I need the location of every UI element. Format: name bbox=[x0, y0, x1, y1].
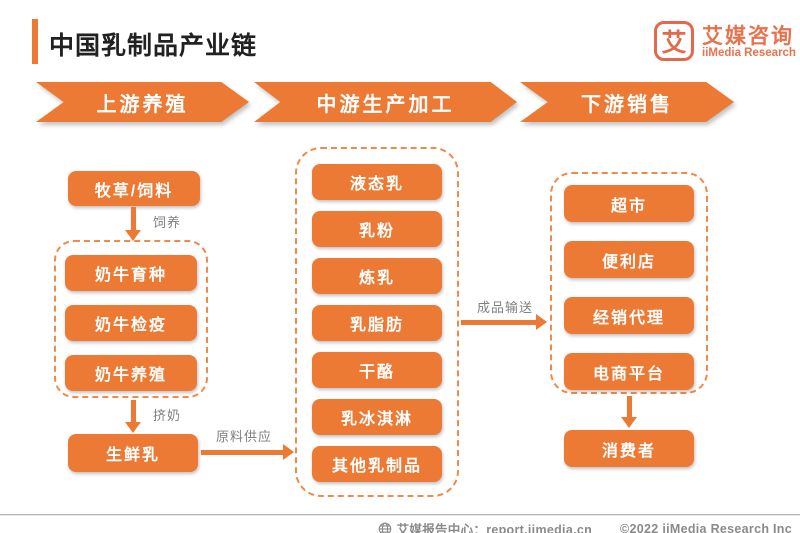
arrow-shaft bbox=[461, 319, 537, 325]
footer: 艾媒报告中心：report.iimedia.cn ©2022 iiMedia R… bbox=[378, 519, 792, 533]
group-item: 奶牛育种 bbox=[65, 255, 197, 291]
stage-chevron-midstream-label: 中游生产加工 bbox=[254, 82, 517, 122]
stage-chevron-upstream: 上游养殖 bbox=[36, 82, 249, 122]
consumer-box: 消费者 bbox=[564, 430, 694, 467]
arrow-head-down-icon bbox=[621, 417, 637, 428]
product-item: 乳冰淇淋 bbox=[312, 399, 442, 435]
milking-arrow-label: 挤奶 bbox=[153, 408, 182, 423]
feed-arrow-label: 饲养 bbox=[153, 215, 182, 230]
arrow-head-right-icon bbox=[283, 444, 294, 460]
stage-chevron-midstream: 中游生产加工 bbox=[254, 82, 517, 122]
iimedia-logo-icon: 艾 bbox=[654, 21, 694, 61]
arrow-head-down-icon bbox=[125, 422, 141, 433]
stage-chevron-downstream-label: 下游销售 bbox=[520, 82, 734, 122]
channel-item: 电商平台 bbox=[564, 353, 694, 390]
group-to-rawmilk-arrow bbox=[125, 400, 141, 433]
mid-to-down-arrow bbox=[461, 314, 547, 330]
arrow-shaft bbox=[626, 396, 632, 418]
arrow-head-down-icon bbox=[125, 230, 141, 241]
delivery-arrow-label: 成品输送 bbox=[477, 300, 534, 315]
product-item: 干酪 bbox=[312, 352, 442, 388]
product-item: 炼乳 bbox=[312, 258, 442, 294]
feed-box: 牧草/饲料 bbox=[68, 171, 200, 206]
footer-divider bbox=[0, 514, 800, 516]
stage-chevron-upstream-label: 上游养殖 bbox=[36, 82, 249, 122]
rawmilk-to-mid-arrow bbox=[201, 444, 294, 460]
feed-to-group-arrow bbox=[125, 207, 141, 241]
product-item: 液态乳 bbox=[312, 164, 442, 200]
group-item: 奶牛养殖 bbox=[65, 355, 197, 391]
arrow-shaft bbox=[130, 400, 136, 423]
logo-name-cn: 艾媒咨询 bbox=[702, 25, 794, 48]
iimedia-logo: 艾 艾媒咨询 iiMedia Research bbox=[654, 20, 796, 64]
title-accent-bar bbox=[32, 19, 38, 64]
arrow-head-right-icon bbox=[536, 314, 547, 330]
footer-source: 艾媒报告中心：report.iimedia.cn bbox=[396, 523, 593, 533]
product-item: 乳粉 bbox=[312, 211, 442, 247]
raw-milk-box: 生鲜乳 bbox=[68, 434, 198, 472]
cow-farming-group: 奶牛育种 奶牛检疫 奶牛养殖 bbox=[54, 240, 208, 398]
globe-icon bbox=[378, 522, 392, 533]
arrow-shaft bbox=[130, 207, 136, 231]
channel-item: 经销代理 bbox=[564, 297, 694, 334]
channel-item: 便利店 bbox=[564, 241, 694, 278]
stage-chevron-downstream: 下游销售 bbox=[520, 82, 734, 122]
footer-copyright: ©2022 iiMedia Research Inc bbox=[620, 521, 792, 533]
dairy-products-group: 液态乳 乳粉 炼乳 乳脂肪 干酪 乳冰淇淋 其他乳制品 bbox=[295, 147, 459, 497]
group-item: 奶牛检疫 bbox=[65, 305, 197, 341]
supply-arrow-label: 原料供应 bbox=[216, 429, 273, 444]
sales-channels-group: 超市 便利店 经销代理 电商平台 bbox=[550, 172, 708, 394]
channels-to-consumer-arrow bbox=[621, 396, 637, 428]
product-item: 其他乳制品 bbox=[312, 446, 442, 482]
logo-name-en: iiMedia Research bbox=[702, 47, 796, 59]
page-title: 中国乳制品产业链 bbox=[49, 32, 258, 60]
channel-item: 超市 bbox=[564, 185, 694, 222]
arrow-shaft bbox=[201, 449, 284, 455]
product-item: 乳脂肪 bbox=[312, 305, 442, 341]
